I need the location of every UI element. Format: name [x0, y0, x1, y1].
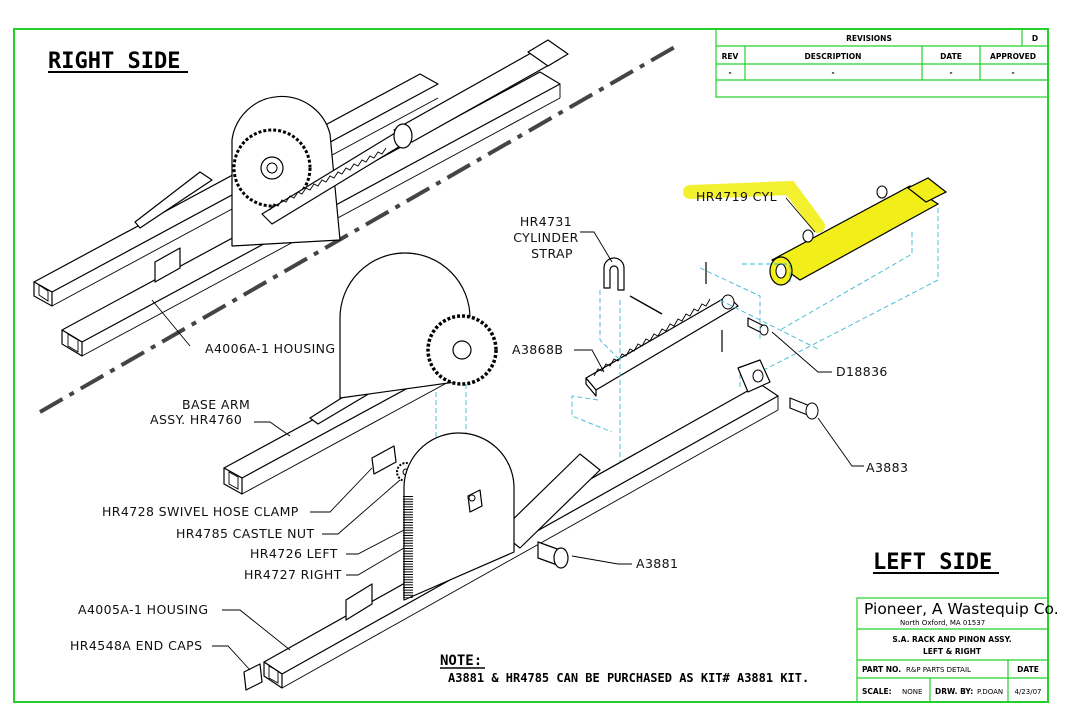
title-block: Pioneer, A Wastequip Co. North Oxford, M… — [856, 597, 1059, 703]
assembly-hidden-lines — [435, 208, 939, 470]
company-name: Pioneer, A Wastequip Co. — [864, 600, 1059, 618]
approved-header: APPROVED — [990, 52, 1036, 61]
right-side-title: RIGHT SIDE — [48, 49, 180, 74]
revision-letter: D — [1032, 34, 1038, 43]
part-no-value: R&P PARTS DETAIL — [906, 666, 971, 674]
hr4728-label: HR4728 SWIVEL HOSE CLAMP — [102, 504, 299, 519]
hr4728-swivel-hose-clamp — [371, 445, 397, 475]
a4005a-housing-label: A4005A-1 HOUSING — [78, 602, 209, 617]
d18836-pin — [747, 317, 769, 336]
company-address: North Oxford, MA 01537 — [900, 619, 985, 627]
note-text: A3881 & HR4785 CAN BE PURCHASED AS KIT# … — [448, 671, 809, 685]
a3868b-rack — [585, 262, 739, 397]
hr4760-base-arm-assembly — [223, 252, 498, 495]
hr4731-label-line2: CYLINDER — [513, 230, 579, 245]
a4005a-housing — [263, 359, 779, 689]
view-divider-line — [39, 42, 681, 414]
hr4719-cylinder-label: HR4719 CYL — [696, 189, 777, 204]
part-no-label: PART NO. — [862, 665, 901, 674]
a3881-label: A3881 — [636, 556, 678, 571]
a3883-label: A3883 — [866, 460, 908, 475]
revisions-table: REVISIONS D REV DESCRIPTION DATE APPROVE… — [715, 28, 1049, 98]
a3881-pin — [537, 541, 569, 569]
left-side-title: LEFT SIDE — [873, 550, 992, 575]
base-arm-label-line1: BASE ARM — [182, 397, 250, 412]
a3883-pin — [789, 397, 819, 420]
hr4727-label: HR4727 RIGHT — [244, 567, 342, 582]
a4006a-housing-label: A4006A-1 HOUSING — [205, 341, 336, 356]
scale-label: SCALE: — [862, 687, 892, 696]
rev-header: REV — [722, 52, 739, 61]
hr4726-label: HR4726 LEFT — [250, 546, 338, 561]
hr4731-cylinder-strap — [603, 257, 663, 315]
drawn-by-label: DRW. BY: — [935, 687, 973, 696]
scale-value: NONE — [902, 688, 922, 696]
description-cell: - — [831, 68, 834, 77]
date-cell: - — [949, 68, 952, 77]
hr4731-label-line3: STRAP — [531, 246, 573, 261]
drawn-by-value: P.DOAN — [977, 688, 1003, 696]
rev-cell: - — [728, 68, 731, 77]
note-label: NOTE: — [440, 653, 482, 669]
hr4548a-label: HR4548A END CAPS — [70, 638, 202, 653]
hr4785-label: HR4785 CASTLE NUT — [176, 526, 315, 541]
description-header: DESCRIPTION — [805, 52, 862, 61]
date-header: DATE — [940, 52, 962, 61]
date-label: DATE — [1017, 665, 1039, 674]
base-arm-label-line2: ASSY. HR4760 — [150, 412, 242, 427]
a3868b-label: A3868B — [512, 342, 563, 357]
date-value: 4/23/07 — [1015, 688, 1042, 696]
drawing-title-line2: LEFT & RIGHT — [923, 647, 982, 656]
approved-cell: - — [1011, 68, 1014, 77]
highlight-mark — [683, 180, 825, 233]
hr4548a-end-cap — [243, 663, 263, 691]
sheet-border — [13, 28, 1049, 703]
drawing-title-line1: S.A. RACK AND PINON ASSY. — [892, 635, 1011, 644]
d18836-label: D18836 — [836, 364, 888, 379]
revisions-title: REVISIONS — [846, 34, 892, 43]
hr4731-label-line1: HR4731 — [520, 214, 572, 229]
right-side-assembly — [33, 39, 569, 357]
